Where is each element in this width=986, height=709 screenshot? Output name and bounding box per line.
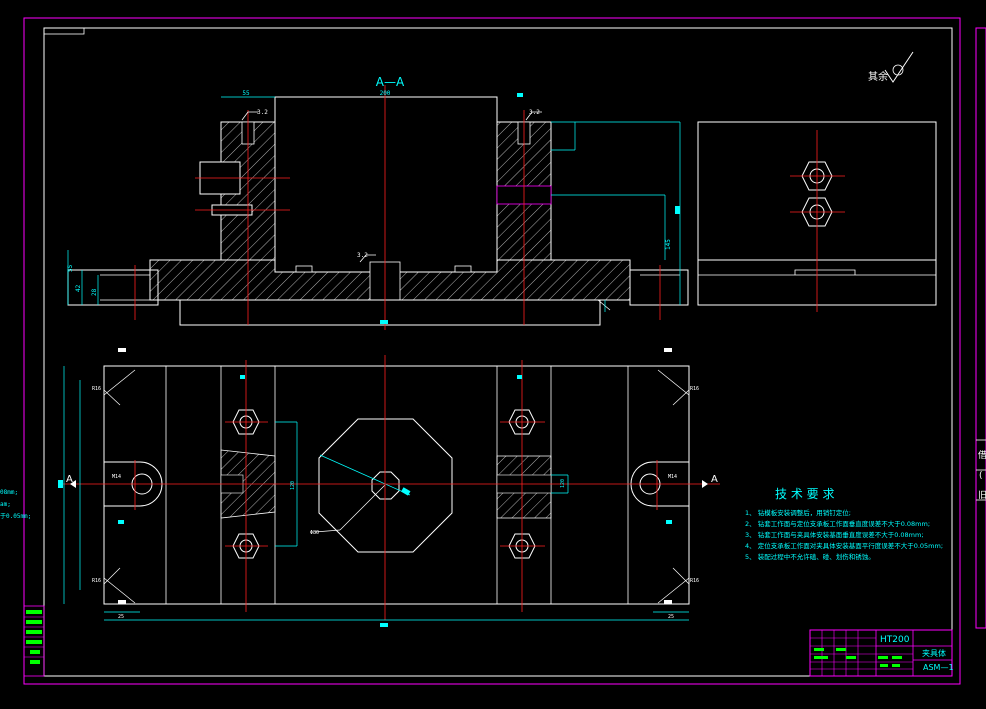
- corner-tag: [43, 27, 85, 35]
- dim-55-side: 55: [67, 264, 74, 272]
- dim-r16-tr: R16: [690, 386, 699, 392]
- roughness-label: 其余: [868, 70, 888, 83]
- tech-item-3: 3、 钻套工作面与夹具体安装基面垂直度误差不大于0.08mm;: [745, 530, 924, 539]
- outer-frame: [23, 17, 961, 685]
- roughness-symbol: [884, 51, 914, 83]
- dim-r16-br: R16: [690, 578, 699, 584]
- left-fragment-2: am;: [0, 501, 11, 508]
- dim-m14-left: M14: [112, 474, 121, 480]
- section-view: [67, 85, 689, 330]
- plan-view: [58, 348, 720, 627]
- dim-25-left: 25: [118, 614, 124, 620]
- dim-42: 42: [75, 284, 82, 292]
- dim-28: 28: [91, 288, 98, 296]
- strip-char-3: 旧: [978, 490, 986, 501]
- right-strip: [975, 27, 986, 629]
- inner-frame: [43, 27, 953, 677]
- dim-phi80: Φ80: [310, 530, 319, 536]
- dim-r16-bl: R16: [92, 578, 101, 584]
- dim-120-b: 120: [560, 479, 566, 488]
- side-view: [697, 121, 937, 312]
- dim-55: 55: [242, 90, 250, 97]
- title-material: HT200: [880, 635, 910, 645]
- marker-arrow-right: [702, 480, 708, 488]
- dim-rough-3: 3.2: [357, 252, 368, 259]
- title-block: [809, 629, 953, 677]
- revision-table: [23, 605, 45, 677]
- dim-25-right: 25: [668, 614, 674, 620]
- left-fragment-3: 于0.05mm;: [0, 513, 31, 520]
- strip-char-2: (: [979, 471, 983, 481]
- dim-120-a: 120: [290, 481, 296, 490]
- marker-arrow-left: [70, 480, 76, 488]
- dim-rough-1: 3.2: [257, 109, 268, 116]
- dim-rough-2: 3.2: [529, 109, 540, 116]
- dim-200: 200: [380, 90, 391, 97]
- dim-145: 145: [665, 239, 672, 250]
- tech-item-2: 2、 钻套工作面与定位支承板工作面垂直度误差不大于0.08mm;: [745, 519, 930, 528]
- marker-a-left: A: [66, 474, 73, 485]
- tech-item-5: 5、 装配过程中不允许磕、碰、划伤和锈蚀。: [745, 552, 875, 561]
- strip-char-1: 借: [978, 449, 986, 461]
- dim-m14-right: M14: [668, 474, 677, 480]
- tech-item-1: 1、 钻模板安装调整后，用销钉定位;: [745, 508, 851, 517]
- dim-r16-tl: R16: [92, 386, 101, 392]
- title-code: ASM—1: [923, 663, 954, 672]
- tech-item-4: 4、 定位支承板工作面对夹具体安装基面平行度误差不大于0.05mm;: [745, 541, 943, 550]
- marker-a-right: A: [711, 474, 718, 485]
- left-fragment-1: 08mm;: [0, 489, 18, 496]
- title-name: 夹具体: [922, 648, 946, 658]
- section-label: A—A: [376, 75, 405, 89]
- tech-title: 技 术 要 求: [775, 487, 834, 501]
